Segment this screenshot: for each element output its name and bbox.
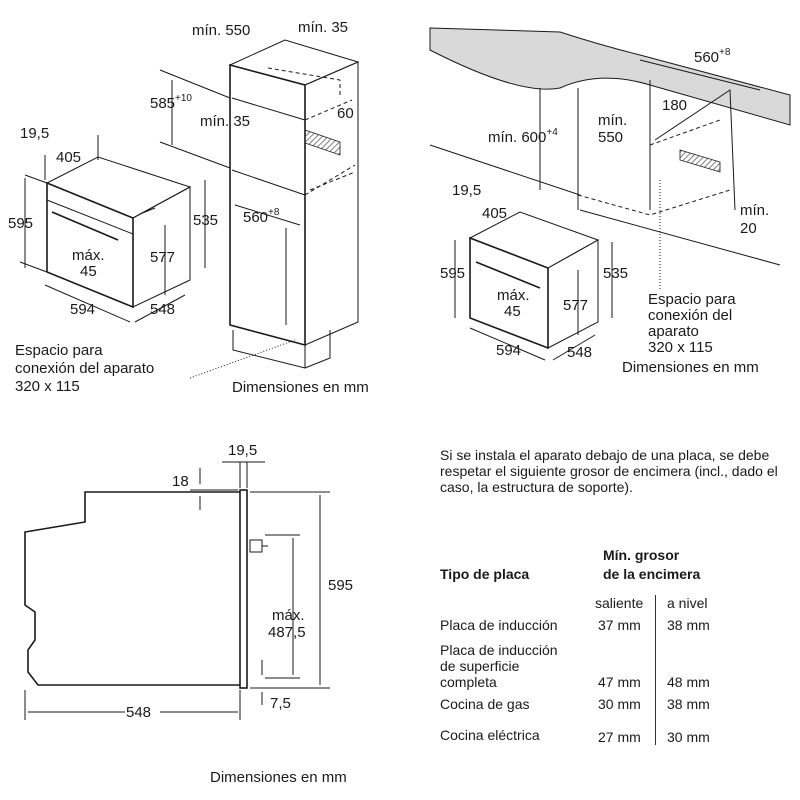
dim-560: 560+8 [243,207,280,226]
dim-405: 405 [56,149,81,166]
row-saliente: 37 mm [598,617,641,633]
dim-min-35-top: mín. 35 [298,19,348,36]
row-saliente: 30 mm [598,696,641,712]
oven-side-profile [24,489,268,689]
worktop-note: Si se instala el aparato debajo de una p… [440,447,778,495]
tr-connection-l2: conexión del [648,307,732,324]
row-nivel: 38 mm [667,696,710,712]
dim-max-label-tr: máx. [497,287,530,304]
tr-connection-l1: Espacio para [648,291,736,308]
dim-max-label-bl: máx. [272,607,305,624]
row-saliente: 47 mm [598,674,641,690]
row-type: Placa de inducción [440,617,558,633]
row-type: Cocina de gas [440,696,530,712]
header-type: Tipo de placa [440,566,530,582]
units-note-top-right: Dimensiones en mm [622,359,759,376]
row-nivel: 48 mm [667,674,710,690]
dim-min-600: mín. 600+4 [488,127,558,146]
header-min-l1: Mín. grosor [603,547,680,563]
connection-note-line1: Espacio para [15,342,103,359]
units-note-bottom-left: Dimensiones en mm [210,769,347,786]
dim-560-tr: 560+8 [694,47,731,66]
dim-60: 60 [337,105,354,122]
dimension-labels-top-right: 560+8 mín. 600+4 mín. 550 180 mín. 20 19… [440,47,769,376]
dim-7-5: 7,5 [270,695,291,712]
dim-535-tr: 535 [603,265,628,282]
dimension-labels-bottom-left: 19,5 18 595 máx. 487,5 548 7,5 Dimension… [126,442,353,786]
dim-180: 180 [662,97,687,114]
dimension-lines-top-left [19,69,301,323]
oven-isometric-left [45,156,192,309]
units-note-top-left: Dimensiones en mm [232,379,369,396]
dim-min-35-mid: mín. 35 [200,113,250,130]
dim-max-45-tr: 45 [504,303,521,320]
dim-max-label: máx. [72,247,105,264]
dim-585: 585+10 [150,93,192,112]
dim-19-5-tr: 19,5 [452,182,481,199]
connection-note-line3: 320 x 115 [15,378,80,395]
row-type: de superficie [440,658,520,674]
dim-min-20-l2: 20 [740,220,757,237]
dim-min-20-l1: mín. [740,202,769,219]
dim-535: 535 [193,212,218,229]
row-type: Placa de inducción [440,642,558,658]
dim-595-tr: 595 [440,265,465,282]
column-divider [655,595,656,745]
row-saliente: 27 mm [598,729,641,745]
dim-594: 594 [70,301,95,318]
tr-connection-l3: aparato [648,323,699,340]
dim-min-550: mín. 550 [192,22,250,39]
dim-577: 577 [150,249,175,266]
connection-note-line2: conexión del aparato [15,360,154,377]
header-min-l2: de la encimera [603,566,701,582]
dim-548: 548 [150,301,175,318]
dim-min-550-l2: 550 [598,129,623,146]
dim-548-bl: 548 [126,704,151,721]
dim-487-5: 487,5 [268,624,306,641]
tr-connection-l4: 320 x 115 [648,339,713,356]
dim-min-550-l1: mín. [598,112,627,129]
dim-577-tr: 577 [563,297,588,314]
dim-548-tr: 548 [567,344,592,361]
cabinet-tall [189,39,360,379]
subheader-nivel: a nivel [667,595,708,611]
worktop-installation [429,27,791,361]
subheader-saliente: saliente [595,595,644,611]
dim-19-5: 19,5 [20,125,49,142]
row-nivel: 38 mm [667,617,710,633]
row-type: Cocina eléctrica [440,727,540,743]
dimension-labels-top-left: mín. 550 mín. 35 585+10 mín. 35 60 560+8… [8,19,369,396]
dim-max-45: 45 [80,263,97,280]
dim-595-bl: 595 [328,577,353,594]
dim-19-5-bl: 19,5 [228,442,257,459]
dim-405-tr: 405 [482,205,507,222]
dim-594-tr: 594 [496,342,521,359]
dim-18: 18 [172,473,189,490]
row-nivel: 30 mm [667,729,710,745]
dimension-lines-bottom-left [24,461,330,720]
dim-595: 595 [8,215,33,232]
row-type: completa [440,674,497,690]
